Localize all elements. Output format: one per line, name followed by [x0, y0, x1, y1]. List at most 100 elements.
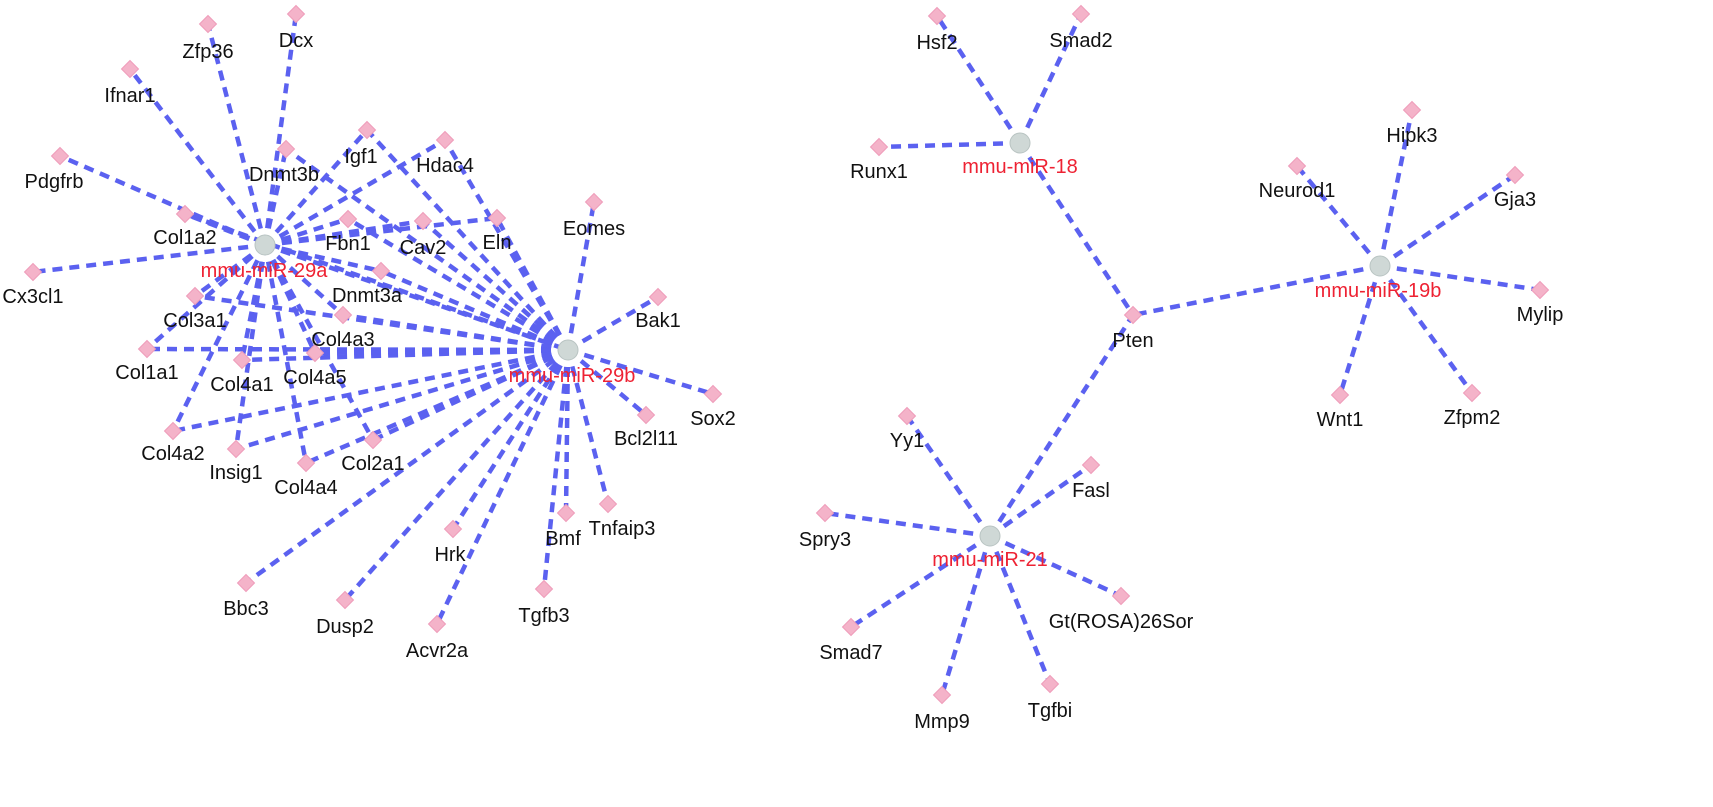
edge-mir19b-hipk3 [1377, 109, 1415, 267]
gene-node-eomes[interactable] [584, 192, 604, 212]
edge-mir29b-hrk [451, 348, 570, 531]
gene-node-hsf2[interactable] [927, 6, 947, 26]
gene-node-tgfb3[interactable] [534, 579, 554, 599]
gene-label-bcl2l11: Bcl2l11 [614, 428, 678, 450]
gene-node-wnt1[interactable] [1330, 385, 1350, 405]
gene-node-col3a1[interactable] [185, 286, 205, 306]
gene-label-eomes: Eomes [563, 218, 625, 240]
gene-label-dcx: Dcx [279, 30, 313, 52]
gene-label-col4a3: Col4a3 [311, 329, 374, 351]
edge-mir18-hsf2 [935, 14, 1022, 145]
mirna-node-mir29b[interactable] [557, 339, 579, 361]
gene-label-col2a1: Col2a1 [341, 453, 404, 475]
edge-mir18-runx1 [878, 140, 1021, 150]
gene-node-col2a1[interactable] [363, 430, 383, 450]
gene-label-bak1: Bak1 [635, 310, 681, 332]
gene-node-bcl2l11[interactable] [636, 405, 656, 425]
edge-mir29a-eln [264, 215, 498, 248]
gene-node-fbn1[interactable] [338, 209, 358, 229]
mirna-node-mir29a[interactable] [254, 234, 276, 256]
gene-node-hdac4[interactable] [435, 130, 455, 150]
mirna-label-mir19b: mmu-miR-19b [1315, 280, 1442, 302]
edge-mir18-smad2 [1017, 13, 1084, 144]
gene-node-pten[interactable] [1123, 305, 1143, 325]
gene-node-bak1[interactable] [648, 287, 668, 307]
gene-node-zfpm2[interactable] [1462, 383, 1482, 403]
gene-label-hdac4: Hdac4 [416, 155, 474, 177]
gene-node-yy1[interactable] [897, 406, 917, 426]
edge-mir21-tgfbi [987, 535, 1053, 685]
gene-label-tnfaip3: Tnfaip3 [589, 518, 656, 540]
gene-node-neurod1[interactable] [1287, 156, 1307, 176]
edge-mir29a-col3a1 [193, 243, 267, 298]
gene-label-wnt1: Wnt1 [1317, 409, 1364, 431]
gene-label-neurod1: Neurod1 [1259, 180, 1336, 202]
gene-node-col4a2[interactable] [163, 421, 183, 441]
mirna-node-mir18[interactable] [1009, 132, 1031, 154]
gene-node-igf1[interactable] [357, 120, 377, 140]
gene-node-fasl[interactable] [1081, 455, 1101, 475]
gene-node-gtrosa26sor[interactable] [1111, 586, 1131, 606]
gene-node-mylip[interactable] [1530, 280, 1550, 300]
gene-label-runx1: Runx1 [850, 161, 908, 183]
gene-node-dnmt3a[interactable] [371, 261, 391, 281]
gene-node-spry3[interactable] [815, 503, 835, 523]
gene-node-gja3[interactable] [1505, 165, 1525, 185]
gene-node-tnfaip3[interactable] [598, 494, 618, 514]
edge-mir29a-col2a1 [263, 243, 375, 442]
gene-node-smad7[interactable] [841, 617, 861, 637]
gene-node-cav2[interactable] [413, 211, 433, 231]
gene-node-sox2[interactable] [703, 384, 723, 404]
gene-node-col4a3[interactable] [333, 305, 353, 325]
edge-mir29b-col4a5 [314, 347, 569, 356]
gene-node-insig1[interactable] [226, 439, 246, 459]
edge-mir29b-eln [495, 216, 570, 352]
edge-mir21-yy1 [905, 414, 992, 538]
edge-mir21-pten [988, 313, 1135, 538]
edge-mir29a-fbn1 [264, 216, 349, 248]
gene-node-bmf[interactable] [556, 503, 576, 523]
gene-node-cx3cl1[interactable] [23, 262, 43, 282]
gene-node-col1a1[interactable] [137, 339, 157, 359]
gene-label-igf1: Igf1 [344, 146, 377, 168]
gene-label-zfpm2: Zfpm2 [1444, 407, 1501, 429]
gene-label-insig1: Insig1 [209, 462, 262, 484]
gene-node-ifnar1[interactable] [120, 59, 140, 79]
mirna-node-mir19b[interactable] [1369, 255, 1391, 277]
gene-node-tgfbi[interactable] [1040, 674, 1060, 694]
edge-mir29a-col4a2 [170, 244, 268, 432]
gene-label-col3a1: Col3a1 [163, 310, 226, 332]
gene-label-cx3cl1: Cx3cl1 [2, 286, 63, 308]
gene-label-col4a4: Col4a4 [274, 477, 337, 499]
gene-node-dnmt3b[interactable] [276, 139, 296, 159]
gene-node-zfp36[interactable] [198, 14, 218, 34]
gene-node-eln[interactable] [487, 208, 507, 228]
gene-node-bbc3[interactable] [236, 573, 256, 593]
gene-label-cav2: Cav2 [400, 237, 447, 259]
edge-mir29b-bbc3 [244, 348, 570, 585]
gene-node-col4a4[interactable] [296, 453, 316, 473]
gene-node-col4a1[interactable] [232, 350, 252, 370]
gene-node-hrk[interactable] [443, 519, 463, 539]
gene-label-tgfb3: Tgfb3 [518, 605, 569, 627]
edge-mir29b-acvr2a [434, 349, 571, 625]
edge-mir19b-mylip [1379, 263, 1541, 293]
mirna-node-mir21[interactable] [979, 525, 1001, 547]
gene-node-hipk3[interactable] [1402, 100, 1422, 120]
gene-node-acvr2a[interactable] [427, 614, 447, 634]
gene-node-pdgfrb[interactable] [50, 146, 70, 166]
gene-node-col1a2[interactable] [175, 204, 195, 224]
edge-mir29a-cx3cl1 [32, 242, 266, 275]
edge-mir21-spry3 [824, 510, 991, 539]
edge-mir29a-dcx [262, 13, 299, 246]
gene-node-smad2[interactable] [1071, 4, 1091, 24]
gene-node-col4a5[interactable] [305, 343, 325, 363]
gene-node-mmp9[interactable] [932, 685, 952, 705]
edge-mir29b-cav2 [421, 219, 570, 352]
gene-node-runx1[interactable] [869, 137, 889, 157]
gene-node-dusp2[interactable] [335, 590, 355, 610]
edge-mir29b-eomes [565, 201, 597, 351]
gene-node-dcx[interactable] [286, 4, 306, 24]
